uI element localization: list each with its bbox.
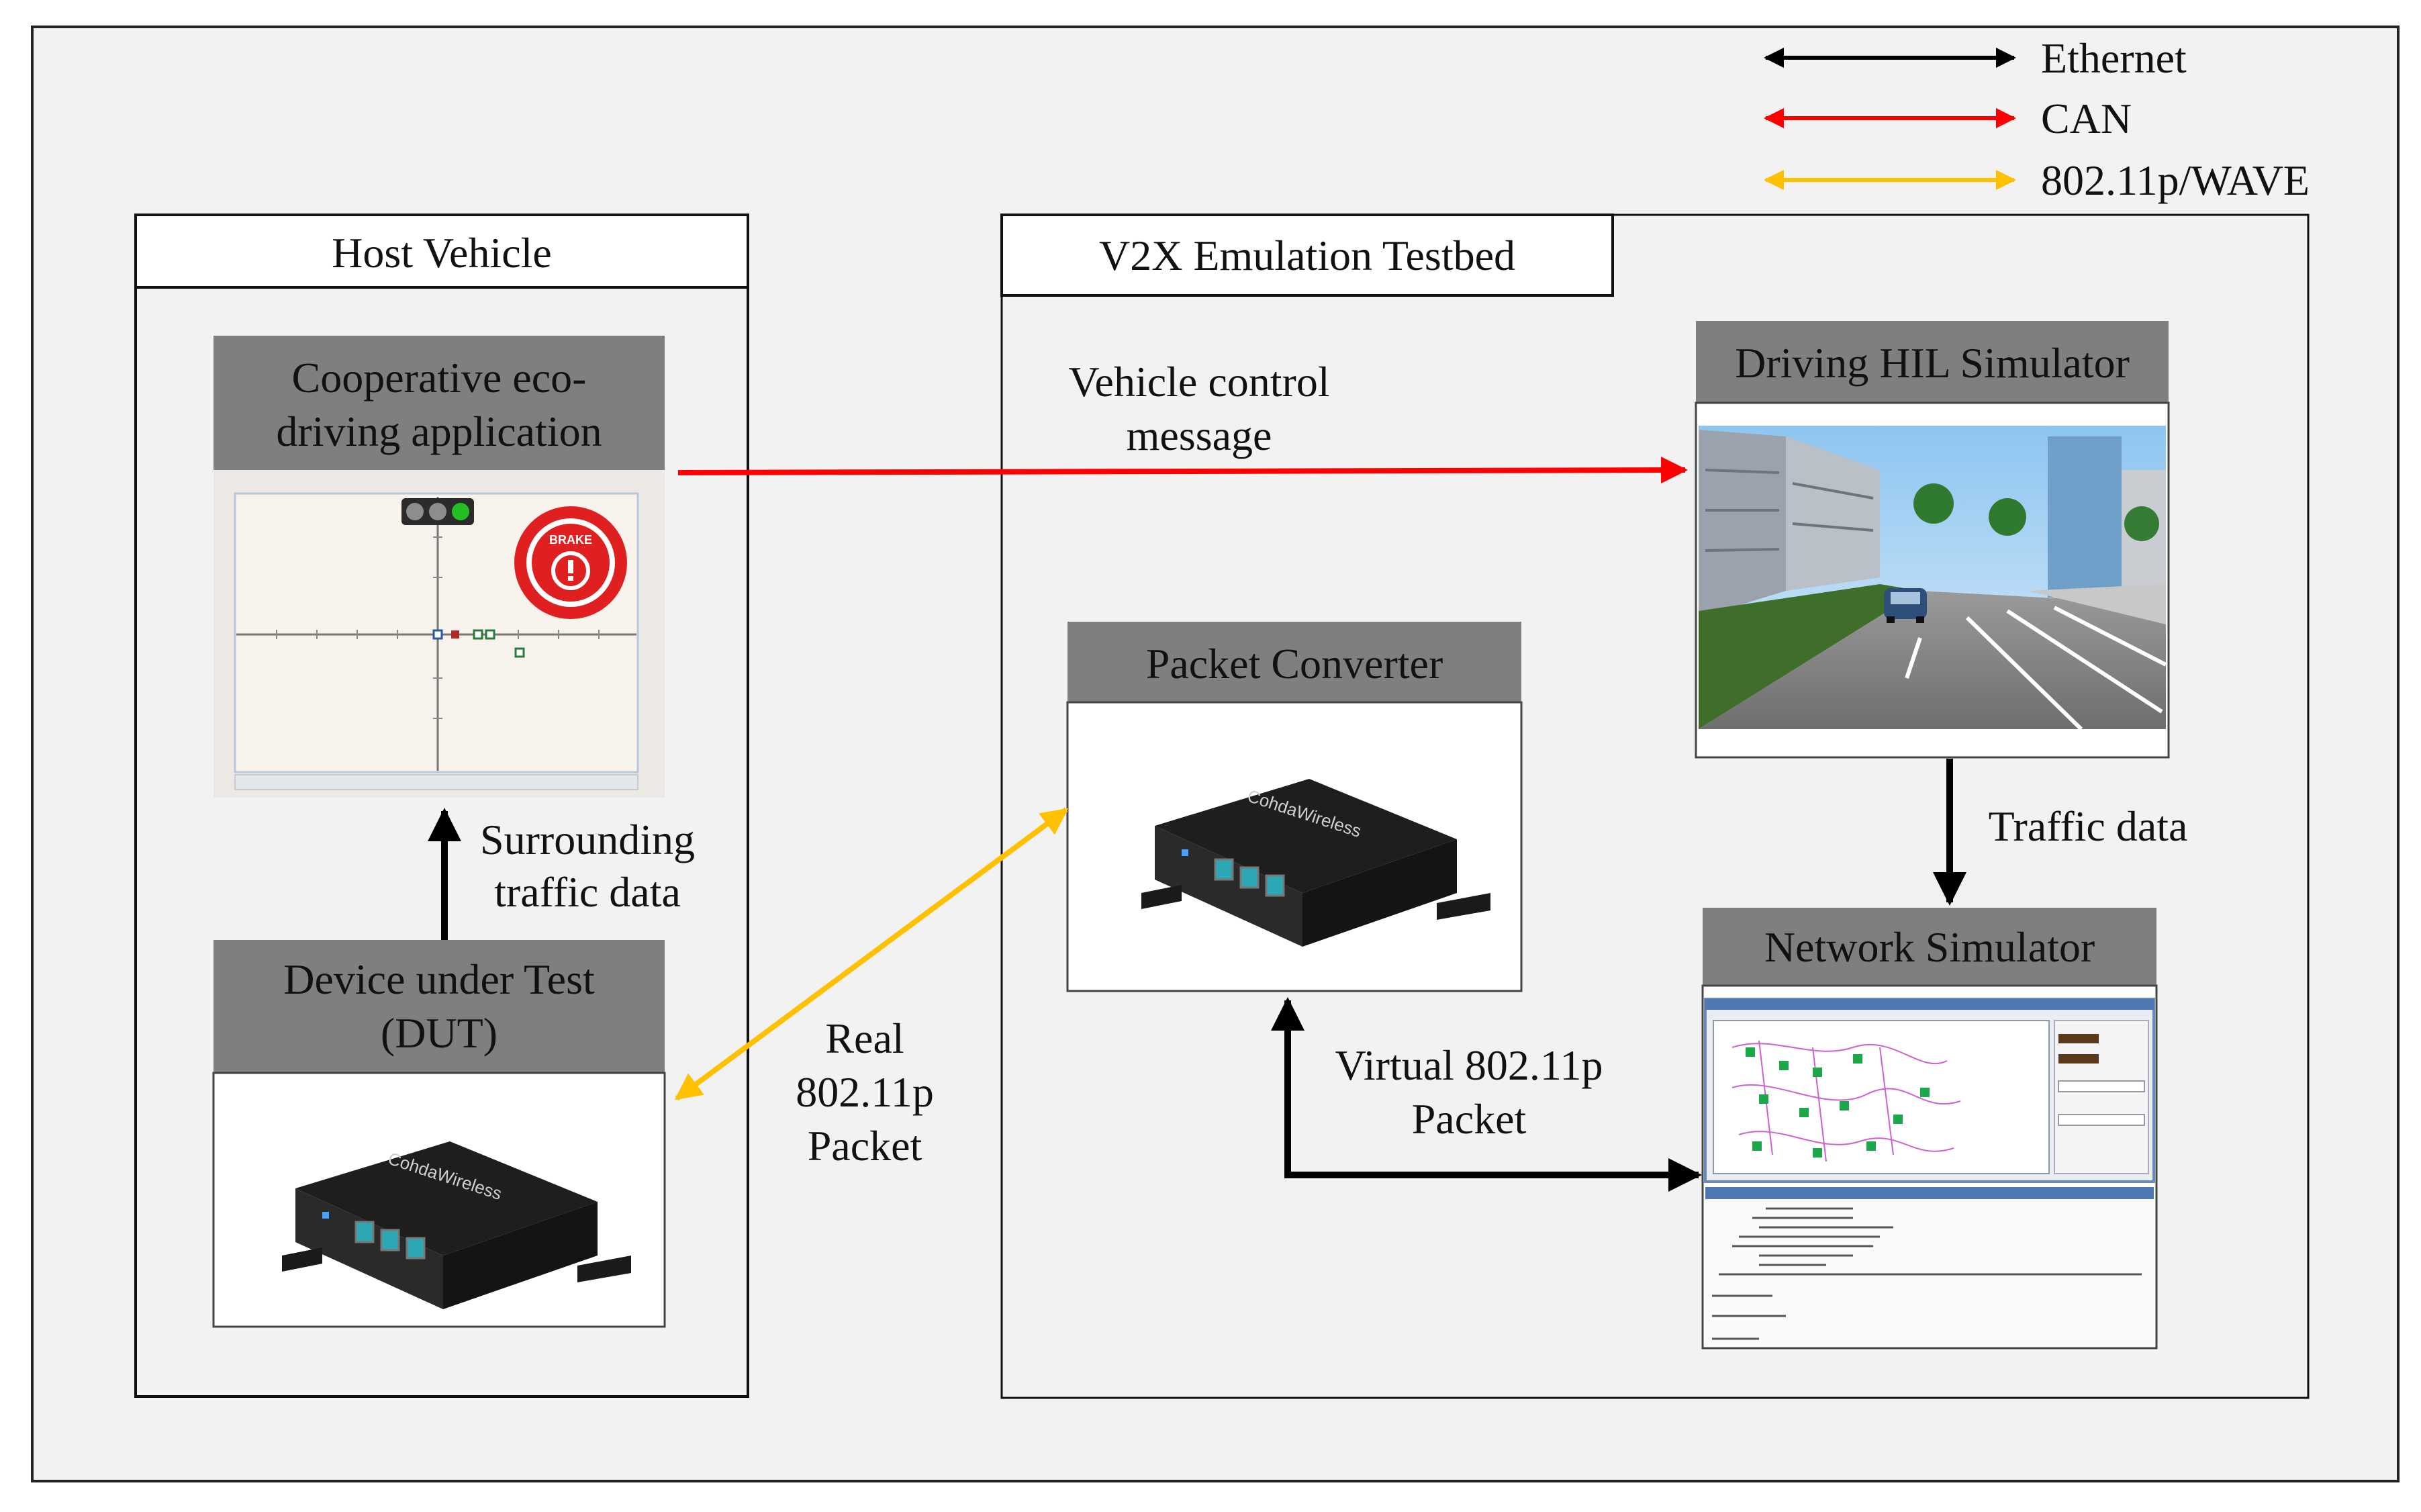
dut-title-line2: (DUT) xyxy=(381,1009,497,1057)
eco-driving-app-title-line1: Cooperative eco- xyxy=(292,354,587,401)
testbed-title: V2X Emulation Testbed xyxy=(1099,232,1515,279)
plot-vehicle-markers xyxy=(432,629,525,658)
network-nodes xyxy=(1746,1047,1930,1157)
packet-converter-box: Packet Converter CohdaWireless xyxy=(1066,622,1523,992)
surrounding-traffic-label-line2: traffic data xyxy=(494,868,681,916)
legend: Ethernet CAN 802.11p/WAVE xyxy=(1764,34,2310,204)
hil-simulator-title: Driving HIL Simulator xyxy=(1735,339,2130,387)
testbed-title-box xyxy=(1000,214,1614,297)
driving-scene-image xyxy=(1699,426,2167,731)
dut-device-icon: CohdaWireless xyxy=(282,1141,631,1309)
host-vehicle-title-box xyxy=(134,214,749,289)
wave-real-packet-arrow xyxy=(674,807,1069,1101)
virtual-packet-label-line1: Virtual 802.11p xyxy=(1335,1041,1603,1089)
real-packet-label-line1: Real xyxy=(825,1014,904,1062)
brake-warning-label: BRAKE xyxy=(549,533,592,547)
legend-wave-label: 802.11p/WAVE xyxy=(2041,156,2310,204)
real-packet-label-line3: Packet xyxy=(808,1122,922,1170)
network-simulator-box: Network Simulator xyxy=(1701,908,2158,1350)
network-simulator-title: Network Simulator xyxy=(1764,923,2095,971)
traffic-light-icon xyxy=(401,498,474,525)
legend-ethernet-label: Ethernet xyxy=(2041,34,2187,82)
real-packet-label-line2: 802.11p xyxy=(796,1068,934,1116)
dut-box: Device under Test (DUT) CohdaWireless xyxy=(212,940,666,1328)
brake-warning-icon: BRAKE xyxy=(514,506,627,619)
host-vehicle-title: Host Vehicle xyxy=(332,229,552,277)
eco-driving-app-box: Cooperative eco- driving application xyxy=(213,336,665,798)
hil-simulator-box: Driving HIL Simulator xyxy=(1695,321,2170,759)
can-vehicle-control-arrow xyxy=(677,457,1688,484)
ethernet-virtual-packet-arrow xyxy=(1271,997,1702,1192)
dut-title-line1: Device under Test xyxy=(283,955,595,1003)
testbed-panel: V2X Emulation Testbed Packet Converter C… xyxy=(1000,214,2310,1399)
app-status-bar xyxy=(234,774,638,790)
console-text-lines xyxy=(1712,1207,2142,1340)
virtual-packet-label-line2: Packet xyxy=(1412,1095,1527,1143)
vehicle-control-label-line2: message xyxy=(1127,412,1272,459)
legend-can-label: CAN xyxy=(2041,95,2132,142)
network-graph xyxy=(1731,1040,1961,1162)
packet-converter-device-icon: CohdaWireless xyxy=(1141,779,1490,947)
app-plot-ticks xyxy=(276,536,600,719)
vehicle-control-label-line1: Vehicle control xyxy=(1068,358,1329,406)
surrounding-traffic-label-line1: Surrounding xyxy=(480,816,695,863)
traffic-data-label: Traffic data xyxy=(1989,802,2188,850)
host-vehicle-panel: Host Vehicle Cooperative eco- driving ap… xyxy=(134,214,749,1398)
packet-converter-title: Packet Converter xyxy=(1146,640,1443,688)
network-sim-screenshot xyxy=(1704,998,2155,1345)
eco-driving-app-title-line2: driving application xyxy=(276,408,602,455)
